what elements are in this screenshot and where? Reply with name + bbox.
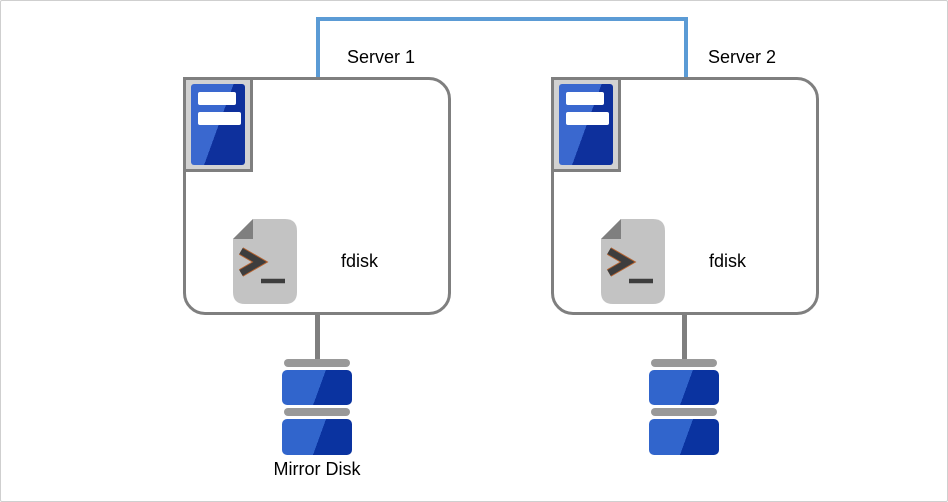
disk-cap bbox=[651, 408, 717, 416]
terminal-file-icon bbox=[601, 219, 665, 304]
disk-cap bbox=[284, 359, 350, 367]
fdisk-label: fdisk bbox=[709, 251, 747, 271]
server-slot bbox=[566, 112, 609, 125]
disk-platter bbox=[649, 370, 719, 405]
disk-platter bbox=[282, 419, 352, 455]
disk-cap bbox=[284, 408, 350, 416]
server-slot bbox=[198, 92, 236, 105]
mirror-disk-label: Mirror Disk bbox=[273, 459, 361, 479]
server-icon bbox=[183, 77, 253, 172]
terminal-file-icon bbox=[233, 219, 297, 304]
fdisk-label: fdisk bbox=[341, 251, 379, 271]
disk-icon bbox=[282, 359, 352, 455]
disk-link-line bbox=[315, 313, 320, 361]
server1-label: Server 1 bbox=[347, 47, 416, 67]
fdisk-tool-group: fdisk bbox=[601, 219, 746, 304]
disk-cap bbox=[651, 359, 717, 367]
disk-link-line bbox=[682, 313, 687, 361]
server-icon bbox=[551, 77, 621, 172]
server-front-panel bbox=[559, 84, 613, 165]
disk-platter bbox=[649, 419, 719, 455]
fdisk-tool-group: fdisk bbox=[233, 219, 378, 304]
server-slot bbox=[198, 112, 241, 125]
server-interconnect-line bbox=[316, 17, 688, 77]
disk-icon bbox=[649, 359, 719, 455]
server2-label: Server 2 bbox=[708, 47, 777, 67]
server-front-panel bbox=[191, 84, 245, 165]
disk-platter bbox=[282, 370, 352, 405]
server-slot bbox=[566, 92, 604, 105]
